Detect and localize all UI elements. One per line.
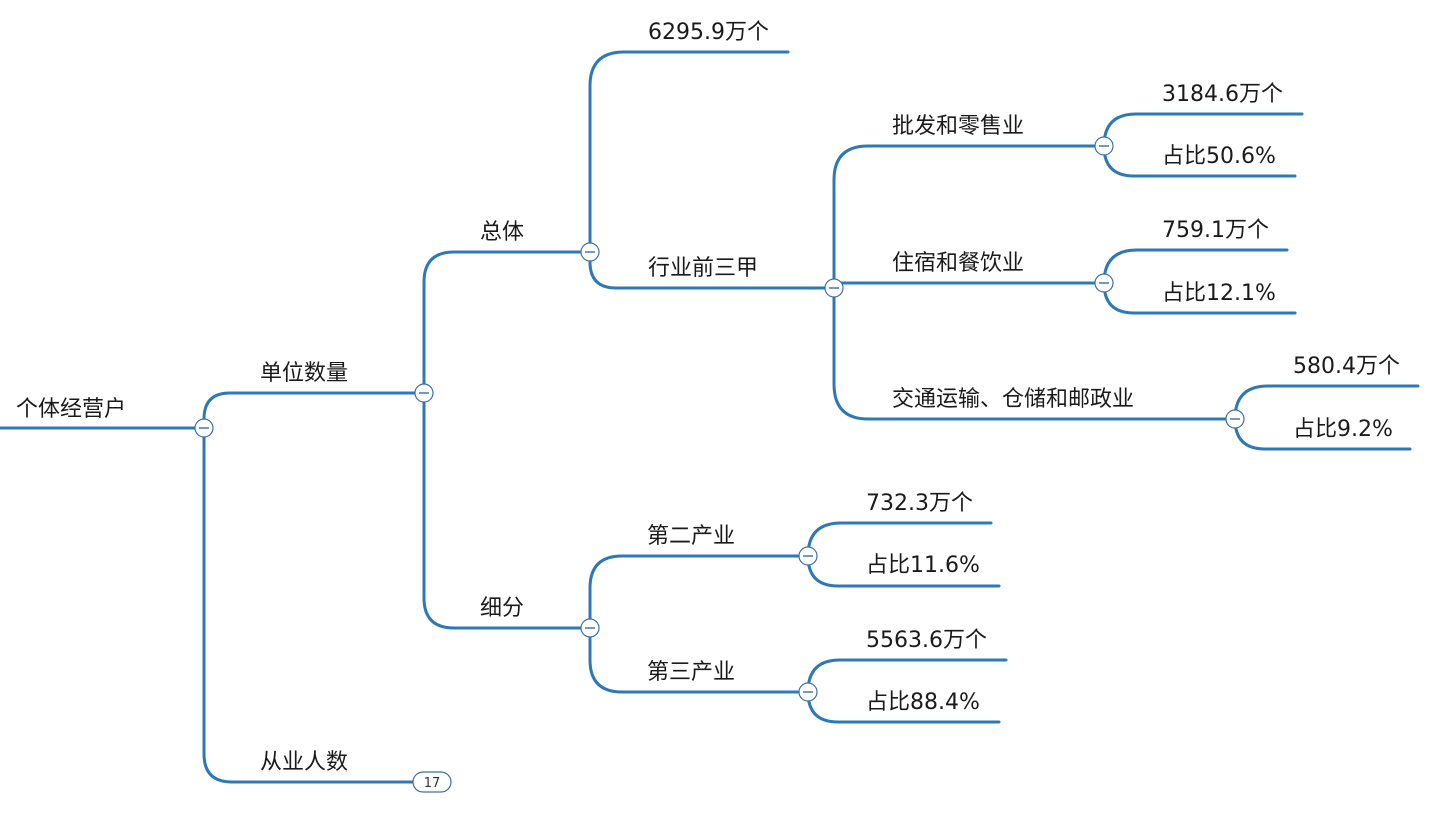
node-overall-total[interactable]: 6295.9万个 xyxy=(648,20,769,45)
branch-breakdown xyxy=(588,554,810,694)
node-transport-storage-postal-share[interactable]: 占比9.2% xyxy=(1293,417,1393,442)
node-secondary-industry[interactable]: 第二产业 xyxy=(647,524,735,549)
collapse-toggle-tertiary-industry[interactable] xyxy=(798,682,818,702)
node-transport-storage-postal[interactable]: 交通运输、仓储和邮政业 xyxy=(892,387,1134,412)
node-unit-count[interactable]: 单位数量 xyxy=(260,361,348,386)
collapse-toggle-top-three[interactable] xyxy=(824,278,844,298)
node-root-label: 个体经营户 xyxy=(16,397,126,422)
branch-overall xyxy=(588,50,836,290)
collapse-toggle-overall[interactable] xyxy=(580,242,600,262)
node-tertiary-industry-share[interactable]: 占比88.4% xyxy=(866,690,980,715)
branch-root xyxy=(202,391,434,784)
collapse-toggle-root[interactable] xyxy=(194,418,214,438)
collapsed-count-text: 17 xyxy=(424,776,441,791)
node-root[interactable]: 个体经营户 xyxy=(0,397,206,430)
collapse-toggle-wholesale-retail[interactable] xyxy=(1094,136,1114,156)
collapse-toggle-secondary-industry[interactable] xyxy=(798,546,818,566)
node-accommodation-catering-share[interactable]: 占比12.1% xyxy=(1162,281,1276,306)
branch-unit-count xyxy=(422,250,592,630)
collapsed-count-badge[interactable]: 17 xyxy=(412,771,452,793)
node-secondary-industry-count[interactable]: 732.3万个 xyxy=(866,491,973,516)
collapse-toggle-unit-count[interactable] xyxy=(414,383,434,403)
node-wholesale-retail[interactable]: 批发和零售业 xyxy=(892,114,1024,139)
node-wholesale-retail-share[interactable]: 占比50.6% xyxy=(1162,144,1276,169)
node-top-three-industries[interactable]: 行业前三甲 xyxy=(648,256,758,281)
collapse-toggle-breakdown[interactable] xyxy=(580,618,600,638)
node-transport-storage-postal-count[interactable]: 580.4万个 xyxy=(1293,354,1400,379)
node-employee-count[interactable]: 从业人数 xyxy=(260,750,348,775)
collapse-toggle-transport-storage-postal[interactable] xyxy=(1225,409,1245,429)
collapse-toggle-accommodation-catering[interactable] xyxy=(1094,273,1114,293)
node-tertiary-industry[interactable]: 第三产业 xyxy=(647,660,735,685)
node-wholesale-retail-count[interactable]: 3184.6万个 xyxy=(1162,82,1283,107)
node-accommodation-catering-count[interactable]: 759.1万个 xyxy=(1162,218,1269,243)
node-breakdown[interactable]: 细分 xyxy=(480,596,524,621)
node-secondary-industry-share[interactable]: 占比11.6% xyxy=(866,553,980,578)
node-tertiary-industry-count[interactable]: 5563.6万个 xyxy=(866,628,987,653)
node-overall[interactable]: 总体 xyxy=(480,220,524,245)
node-accommodation-catering[interactable]: 住宿和餐饮业 xyxy=(892,251,1024,276)
